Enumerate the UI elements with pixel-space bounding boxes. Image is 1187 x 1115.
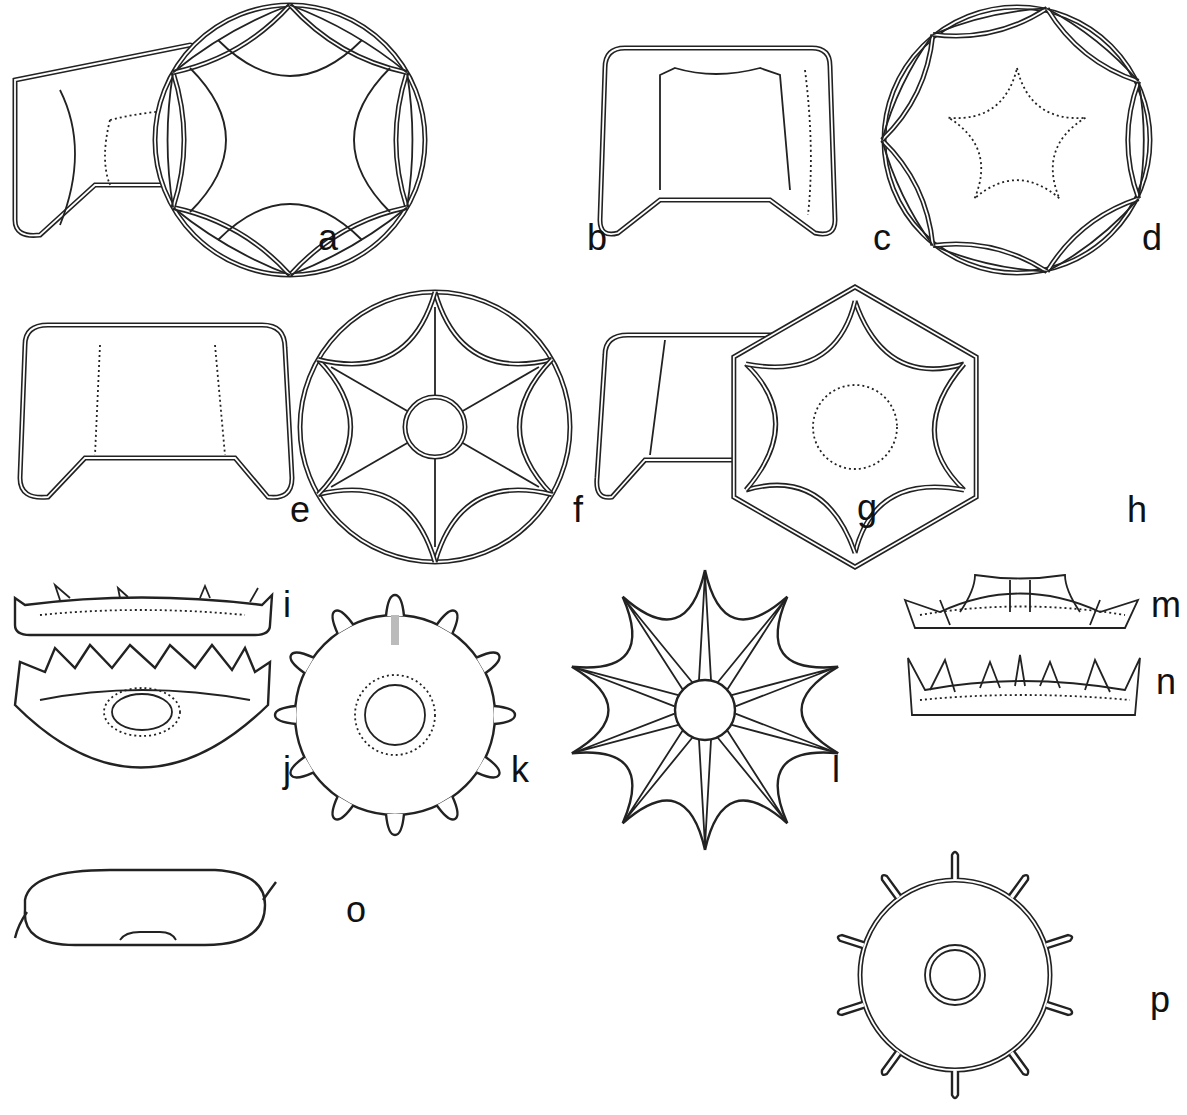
figure-letter: o bbox=[346, 892, 366, 928]
figure-letter: h bbox=[1127, 492, 1147, 528]
figure-letter: b bbox=[587, 220, 607, 256]
figure-letter: i bbox=[283, 587, 291, 623]
figure-letter: k bbox=[511, 752, 529, 788]
figure-letter: c bbox=[873, 220, 891, 256]
figure-letter: f bbox=[573, 492, 583, 528]
figure-letter: d bbox=[1142, 220, 1162, 256]
figure-letter: j bbox=[283, 752, 291, 788]
figure-letter: m bbox=[1151, 587, 1181, 623]
figure-letter: l bbox=[832, 752, 840, 788]
figure-letter: g bbox=[857, 490, 877, 526]
figure-letter: n bbox=[1156, 664, 1176, 700]
figure-letter: e bbox=[290, 492, 310, 528]
figure-letter: a bbox=[318, 220, 338, 256]
figure-letter: p bbox=[1150, 982, 1170, 1018]
